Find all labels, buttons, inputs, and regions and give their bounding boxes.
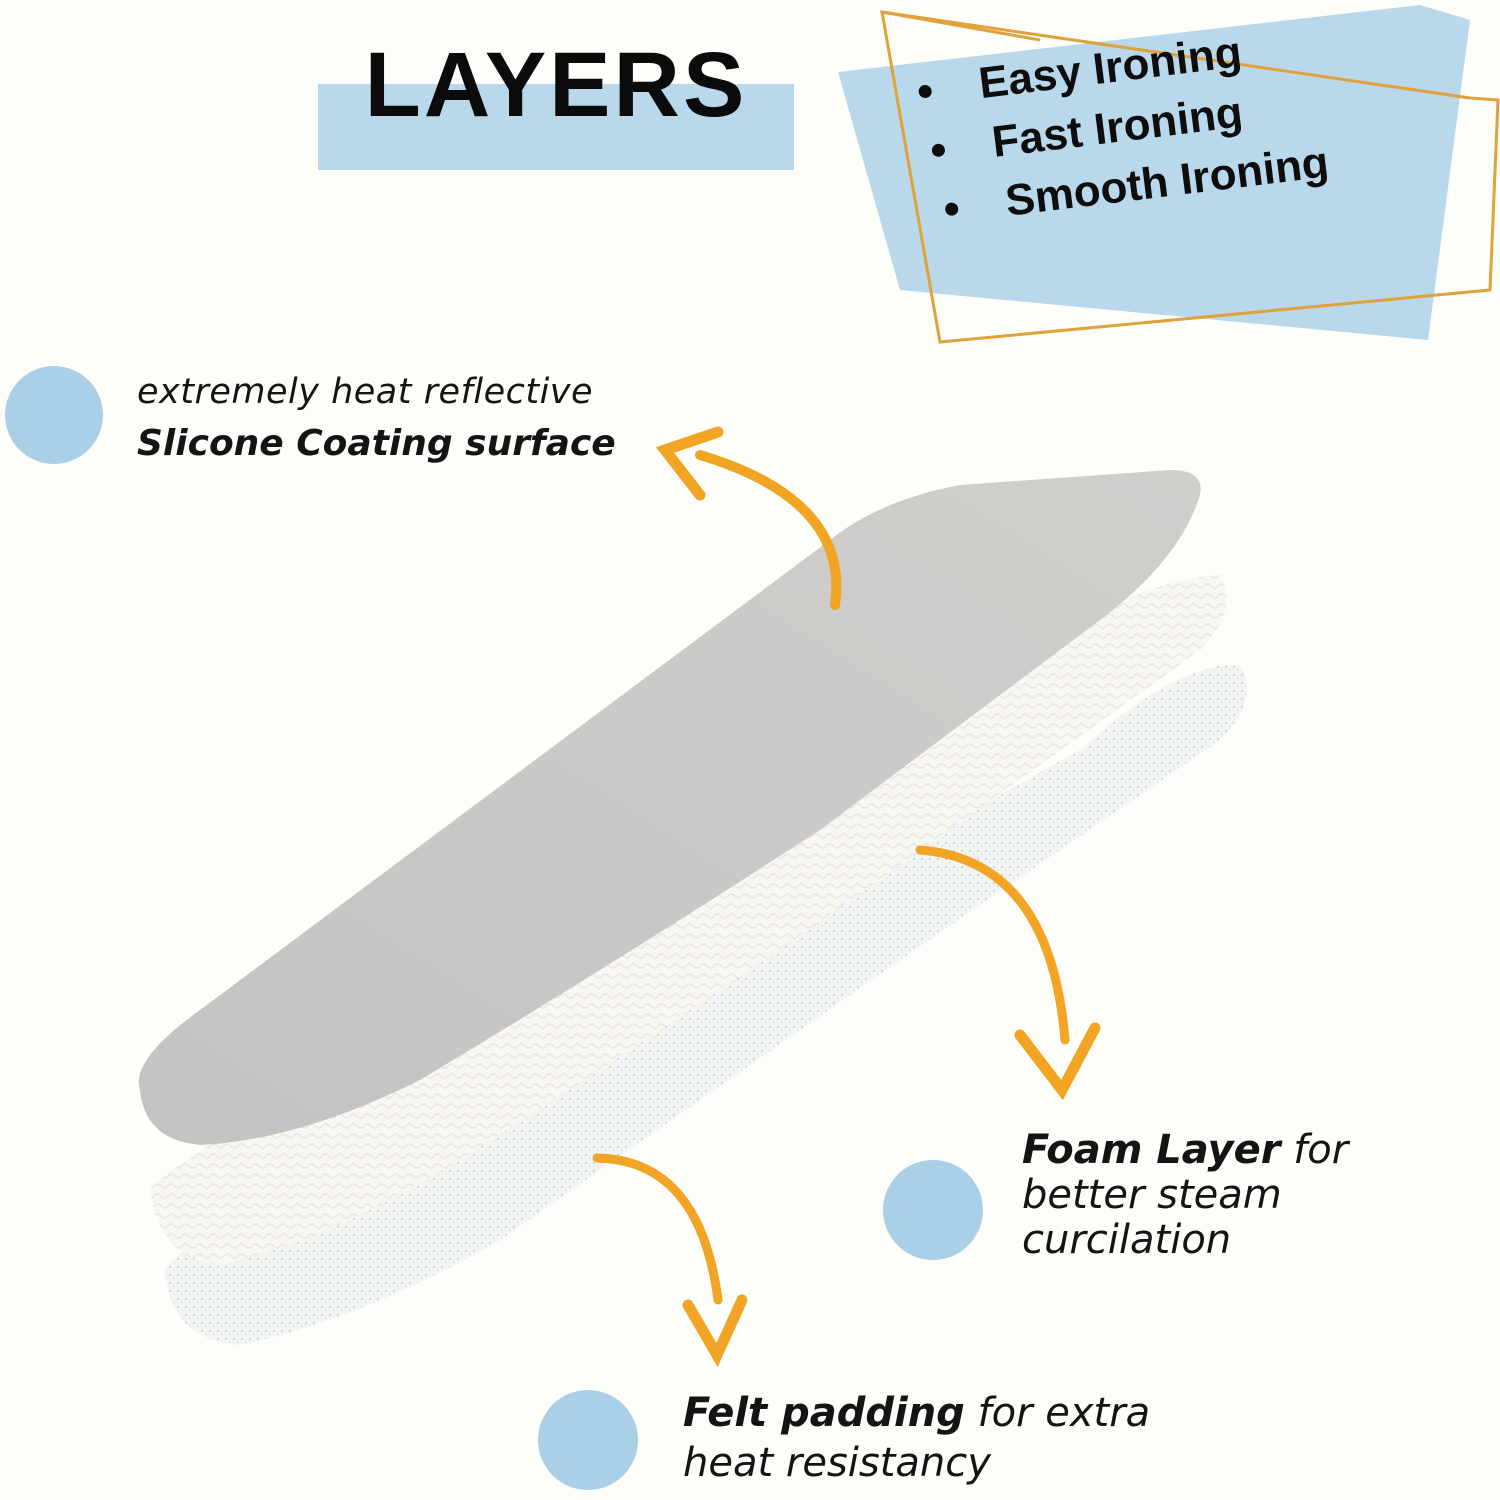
foam-layer: [150, 575, 1227, 1265]
callout-felt: Felt padding for extra heat resistancy: [683, 1390, 1151, 1486]
arrow-foam-icon: [915, 845, 1101, 1101]
bullet-icon: [917, 83, 933, 99]
title-band: [318, 84, 794, 170]
arrow-silicone-icon: [655, 426, 842, 610]
bullet-icon: [944, 201, 959, 216]
callout-silicone: extremely heat reflective Slicone Coatin…: [137, 372, 616, 464]
silicone-cover-layer: [138, 470, 1201, 1145]
benefits-panel-frame: [880, 10, 1500, 344]
callout-dot-felt: [538, 1390, 638, 1490]
ironing-board-layers-illustration: [138, 426, 1247, 1367]
felt-padding-layer: [165, 664, 1247, 1345]
callout-dot-foam: [883, 1160, 983, 1260]
benefits-panel-graphic: [838, 5, 1500, 344]
benefits-panel-background: [838, 5, 1470, 340]
arrow-felt-icon: [592, 1153, 748, 1367]
callout-foam: Foam Layer for better steam curcilation: [1022, 1127, 1349, 1263]
bullet-icon: [931, 142, 946, 158]
callout-dot-silicone: [5, 366, 103, 464]
page-title: LAYERS: [364, 34, 748, 136]
